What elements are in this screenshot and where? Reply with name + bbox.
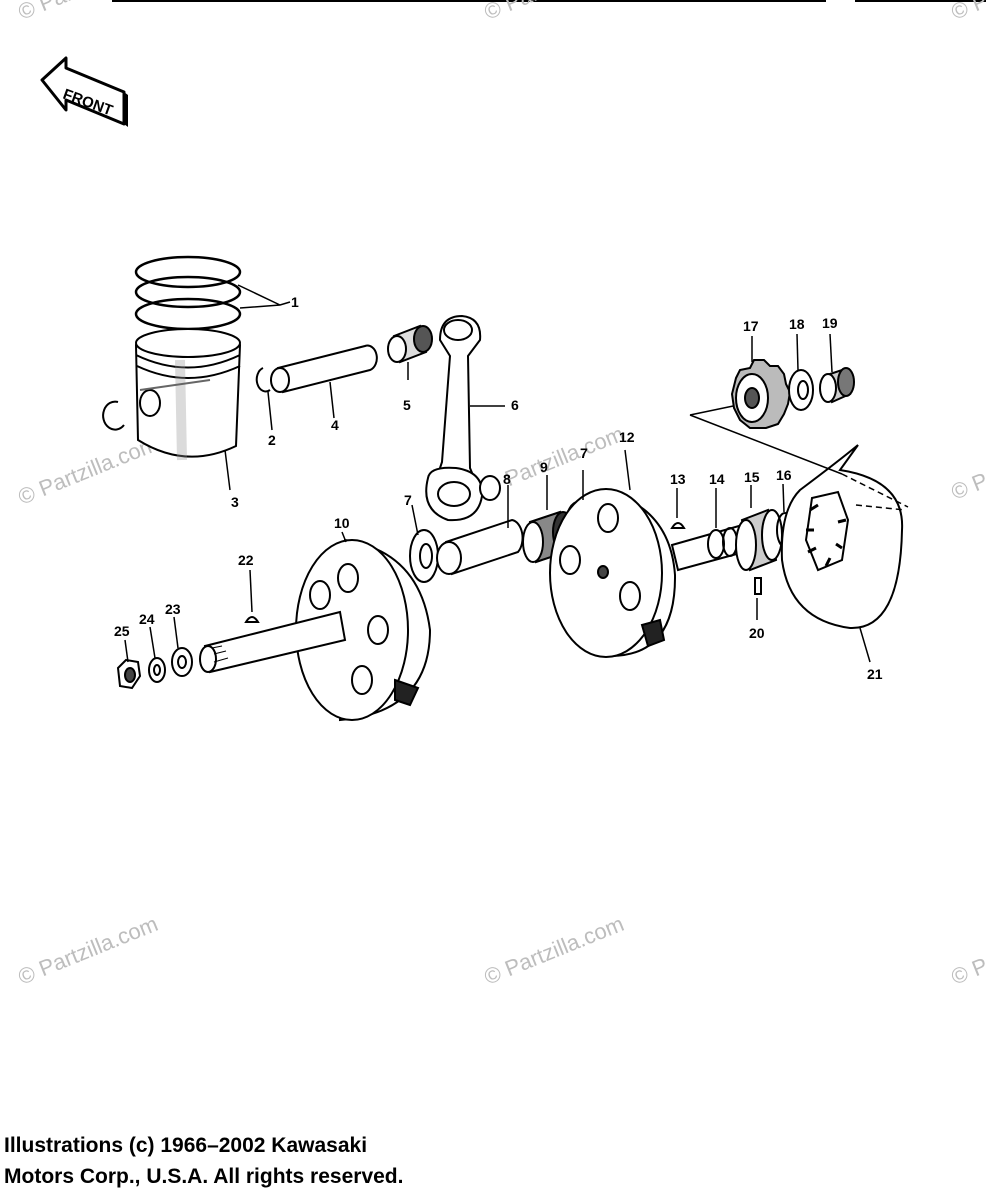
callout-21: 21: [867, 666, 883, 682]
connecting-rod: [425, 314, 501, 522]
rotor-disc: [780, 444, 904, 630]
nut: [116, 658, 142, 690]
crankshaft-left: [199, 610, 347, 674]
callout-3: 3: [231, 494, 239, 510]
gear-washer: [788, 369, 814, 411]
callout-9: 9: [540, 459, 548, 475]
gear-nut: [819, 367, 855, 404]
callout-1: 1: [291, 294, 299, 310]
piston-rings: [134, 255, 242, 331]
copyright-notice: Illustrations (c) 1966–2002 Kawasaki Mot…: [4, 1130, 604, 1192]
callout-22: 22: [238, 552, 254, 568]
callout-7b: 7: [580, 445, 588, 461]
watermark: © Partzilla.com: [15, 0, 162, 25]
watermark: © Partzilla.com: [481, 421, 628, 500]
callout-15: 15: [744, 469, 760, 485]
callout-20: 20: [749, 625, 765, 641]
woodruff-key-right: [670, 522, 686, 529]
circlip: [255, 367, 271, 393]
watermark: © Partzilla.com: [15, 911, 162, 990]
callout-13: 13: [670, 471, 686, 487]
watermark: © Partzilla.com: [948, 0, 986, 25]
pin: [754, 577, 762, 595]
watermark: © Partzilla.com: [15, 431, 162, 510]
callout-23: 23: [165, 601, 181, 617]
copyright-line-1: Illustrations (c) 1966–2002 Kawasaki: [4, 1134, 368, 1157]
callout-14: 14: [709, 471, 725, 487]
copyright-line-2: Motors Corp., U.S.A. All rights reserved…: [4, 1165, 404, 1188]
callout-6: 6: [511, 397, 519, 413]
callout-17: 17: [743, 318, 759, 334]
callout-25: 25: [114, 623, 130, 639]
callout-10: 10: [334, 515, 350, 531]
washer: [171, 647, 193, 677]
crank-half-left: [295, 538, 432, 722]
watermark: © Partzilla.com: [948, 911, 986, 990]
crank-half-right: [549, 488, 677, 658]
sleeve-gear: [735, 508, 783, 572]
watermark: © Partzilla.com: [948, 426, 986, 505]
callout-16: 16: [776, 467, 792, 483]
projection-lines: [689, 404, 909, 511]
drive-gear: [730, 359, 792, 429]
thrust-washer: [409, 529, 439, 583]
callout-12: 12: [619, 429, 635, 445]
callout-8: 8: [503, 471, 511, 487]
piston: [134, 328, 242, 461]
callout-5: 5: [403, 397, 411, 413]
watermark: © Partzilla.com: [481, 911, 628, 990]
leader-lines: [124, 284, 871, 663]
watermark: © Partzilla.com: [481, 0, 628, 25]
callout-18: 18: [789, 316, 805, 332]
callout-19: 19: [822, 315, 838, 331]
callout-24: 24: [139, 611, 155, 627]
circlip-left: [102, 400, 125, 431]
callout-4: 4: [331, 417, 339, 433]
callout-2: 2: [268, 432, 276, 448]
callout-labels: 1 2 3 4 5 6 7 7 8 9 10 12 13 14 15 16 17…: [114, 294, 883, 682]
piston-pin: [270, 344, 378, 394]
lock-washer: [148, 657, 166, 683]
woodruff-key: [244, 616, 260, 623]
callout-7: 7: [404, 492, 412, 508]
front-arrow-icon: FRONT: [40, 56, 128, 127]
small-end-bearing: [387, 324, 433, 364]
crank-pin: [436, 518, 524, 576]
